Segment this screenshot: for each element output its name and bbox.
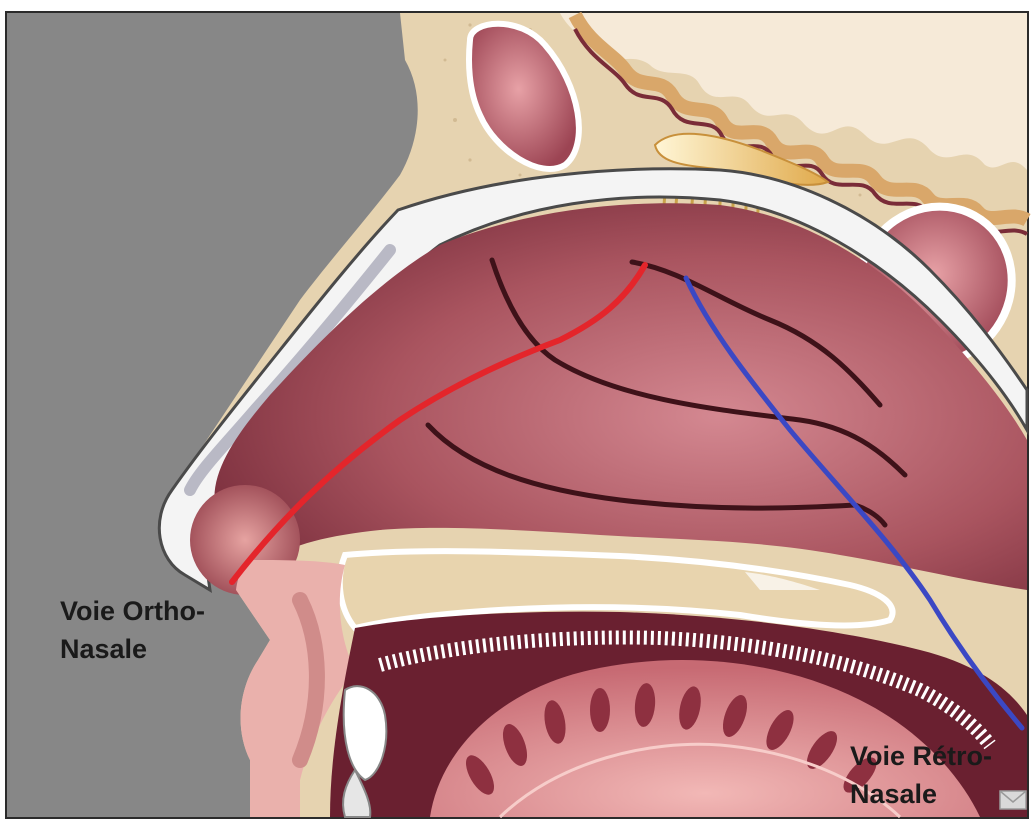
retronasal-label-line-2: Nasale [850,775,992,813]
orthonasal-label-line-2: Nasale [60,630,205,668]
retronasal-label-line-1: Voie Rétro- [850,737,992,775]
orthonasal-label: Voie Ortho- Nasale [60,592,205,668]
retronasal-label: Voie Rétro- Nasale [850,737,992,813]
orthonasal-label-line-1: Voie Ortho- [60,592,205,630]
mail-icon[interactable] [998,788,1028,812]
